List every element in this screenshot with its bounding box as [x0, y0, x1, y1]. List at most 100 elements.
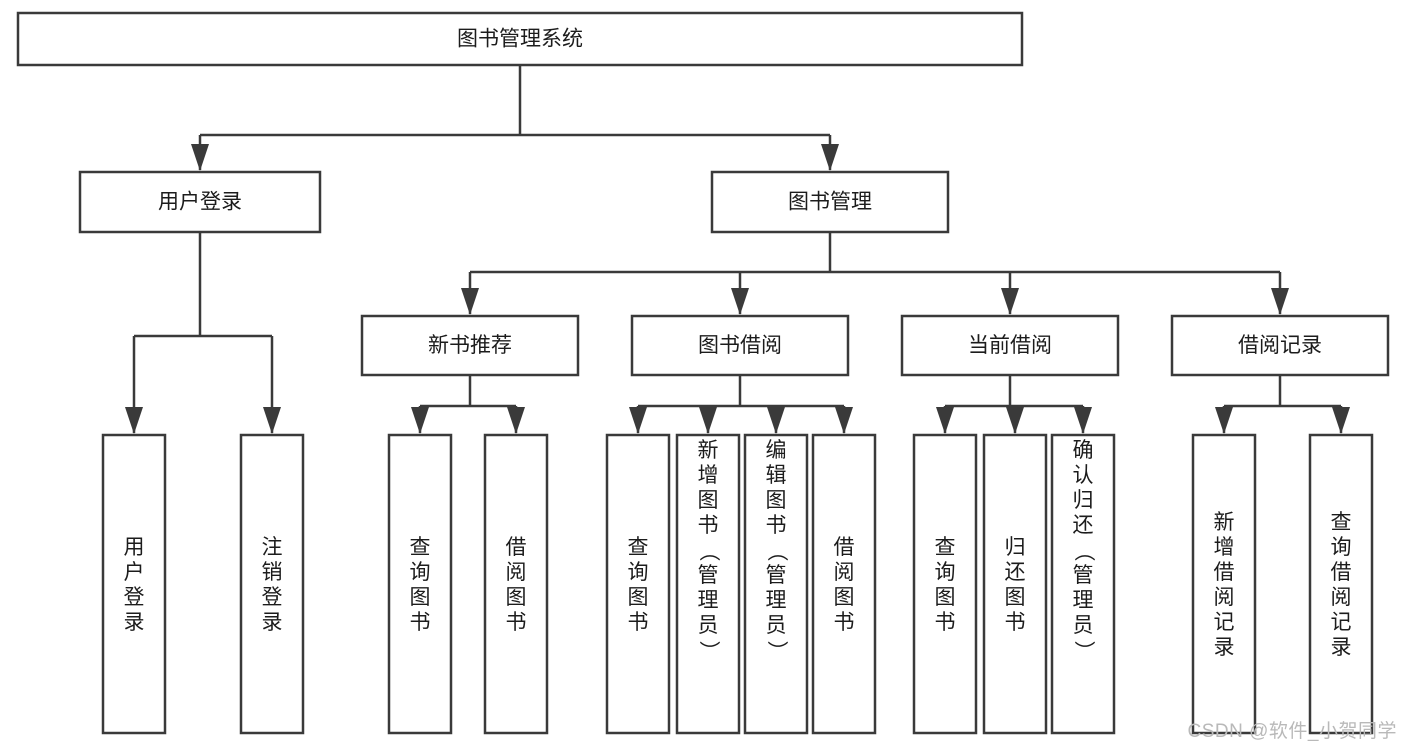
- leaf-node-10-rect: [982, 433, 1048, 735]
- level2-node-1-rect: [360, 314, 580, 377]
- leaf-node-8-label-char: 图: [834, 586, 855, 609]
- leaf-node-3-label-char: 询: [410, 561, 431, 584]
- leaf-node-1-rect: [101, 433, 167, 735]
- level2-node-4-label: 借阅记录: [1238, 334, 1322, 357]
- level1-node-2-rect: [710, 170, 950, 234]
- arrow-to-node-e794a8e688b7e799bbe5bd95: [191, 144, 209, 171]
- arrow-to-node-e59bbee4b9a6e7aea1e79086: [821, 144, 839, 171]
- leaf-node-8-rect: [811, 433, 877, 735]
- leaf-node-7-label-char: （: [765, 541, 788, 562]
- arrow-to-leaf: [767, 407, 785, 434]
- root-node-book-management-system-rect: [16, 11, 1024, 67]
- leaf-node-2-label-char: 登: [262, 586, 283, 609]
- leaf-node-8-label-char: 书: [834, 611, 855, 634]
- arrow-to-leaf: [1006, 407, 1024, 434]
- level1-node-2[interactable]: 图书管理: [710, 170, 950, 234]
- arrow-to-node-e5809fe99885e8aeb0e5bd95: [1271, 288, 1289, 315]
- leaf-node-11-label-char: 认: [1073, 464, 1094, 487]
- leaf-node-7-label-char: 辑: [766, 464, 787, 487]
- leaf-node-9-label-char: 查: [935, 536, 956, 559]
- leaf-node-3-label-char: 查: [410, 536, 431, 559]
- leaf-node-5-rect: [605, 433, 671, 735]
- leaf-node-7-label-char: 员: [766, 614, 787, 637]
- leaf-node-10-label-char: 书: [1005, 611, 1026, 634]
- leaf-node-8-label-char: 借: [834, 536, 855, 559]
- level2-node-3-label: 当前借阅: [968, 334, 1052, 357]
- leaf-node-5-label-char: 询: [628, 561, 649, 584]
- arrow-to-leaf: [1332, 407, 1350, 434]
- arrow-to-leaf: [1074, 407, 1092, 434]
- leaf-node-6-label-char: 管: [698, 564, 719, 587]
- arrow-to-leaf: [507, 407, 525, 434]
- leaf-node-12-rect: [1191, 433, 1257, 735]
- leaf-node-2-rect: [239, 433, 305, 735]
- level1-node-1[interactable]: 用户登录: [78, 170, 322, 234]
- leaf-node-7-label-char: ）: [765, 641, 788, 662]
- leaf-node-9-label-char: 图: [935, 586, 956, 609]
- leaf-node-4-rect: [483, 433, 549, 735]
- level2-node-2-label: 图书借阅: [698, 334, 782, 357]
- leaf-node-4-label-char: 图: [506, 586, 527, 609]
- leaf-node-6-label-char: （: [697, 541, 720, 562]
- leaf-node-11-label-char: 员: [1073, 614, 1094, 637]
- level2-node-1-label: 新书推荐: [428, 334, 512, 357]
- leaf-node-5-label-char: 查: [628, 536, 649, 559]
- arrow-to-leaf: [936, 407, 954, 434]
- leaf-node-6-label-char: 增: [698, 464, 719, 487]
- level1-node-2-label: 图书管理: [788, 191, 872, 214]
- leaf-node-3-label-char: 书: [410, 611, 431, 634]
- level2-node-1[interactable]: 新书推荐: [360, 314, 580, 377]
- level2-node-2[interactable]: 图书借阅: [630, 314, 850, 377]
- leaf-node-12-label-char: 录: [1214, 636, 1235, 659]
- leaf-node-2-label-char: 录: [262, 611, 283, 634]
- leaf-node-6-rect: [675, 433, 741, 735]
- csdn-watermark: CSDN @软件_小贺同学: [1187, 721, 1397, 742]
- leaf-node-5-label-char: 书: [628, 611, 649, 634]
- leaf-node-2-label-char: 销: [262, 561, 283, 584]
- leaf-node-12-label-char: 增: [1214, 536, 1235, 559]
- leaf-node-1[interactable]: 用户登录: [101, 433, 167, 735]
- leaf-node-8-label-char: 阅: [834, 561, 855, 584]
- leaf-node-7-label-char: 图: [766, 489, 787, 512]
- leaf-node-13-label-char: 记: [1331, 611, 1352, 634]
- arrow-to-node-e696b0e4b9a6e68ea8e88d90: [461, 288, 479, 315]
- leaf-node-1-label-char: 用: [124, 536, 145, 559]
- leaf-node-13-label-char: 询: [1331, 536, 1352, 559]
- level2-node-4[interactable]: 借阅记录: [1170, 314, 1390, 377]
- leaf-node-12-label-char: 记: [1214, 611, 1235, 634]
- leaf-node-13-rect: [1308, 433, 1374, 735]
- leaf-node-12-label-char: 阅: [1214, 586, 1235, 609]
- leaf-node-13-label-char: 阅: [1331, 586, 1352, 609]
- leaf-node-7-rect: [743, 433, 809, 735]
- root-node-book-management-system[interactable]: 图书管理系统: [16, 11, 1024, 67]
- level2-node-3[interactable]: 当前借阅: [900, 314, 1120, 377]
- leaf-node-9-rect: [912, 433, 978, 735]
- arrow-to-node-e59bbee4b9a6e5809fe99885: [731, 288, 749, 315]
- level1-node-1-label: 用户登录: [158, 191, 242, 214]
- leaf-node-1-label-char: 户: [124, 561, 145, 584]
- root-node-book-management-system-label: 图书管理系统: [457, 28, 583, 51]
- leaf-node-10-label-char: 归: [1005, 536, 1026, 559]
- leaf-node-4-label-char: 书: [506, 611, 527, 634]
- leaf-node-12-label-char: 新: [1214, 511, 1235, 534]
- leaf-node-11-label-char: 确: [1073, 439, 1094, 462]
- leaf-node-11-rect: [1050, 433, 1116, 735]
- leaf-node-5-label-char: 图: [628, 586, 649, 609]
- arrow-to-leaf: [629, 407, 647, 434]
- arrow-to-leaf: [125, 407, 143, 434]
- leaf-node-7-label-char: 书: [766, 514, 787, 537]
